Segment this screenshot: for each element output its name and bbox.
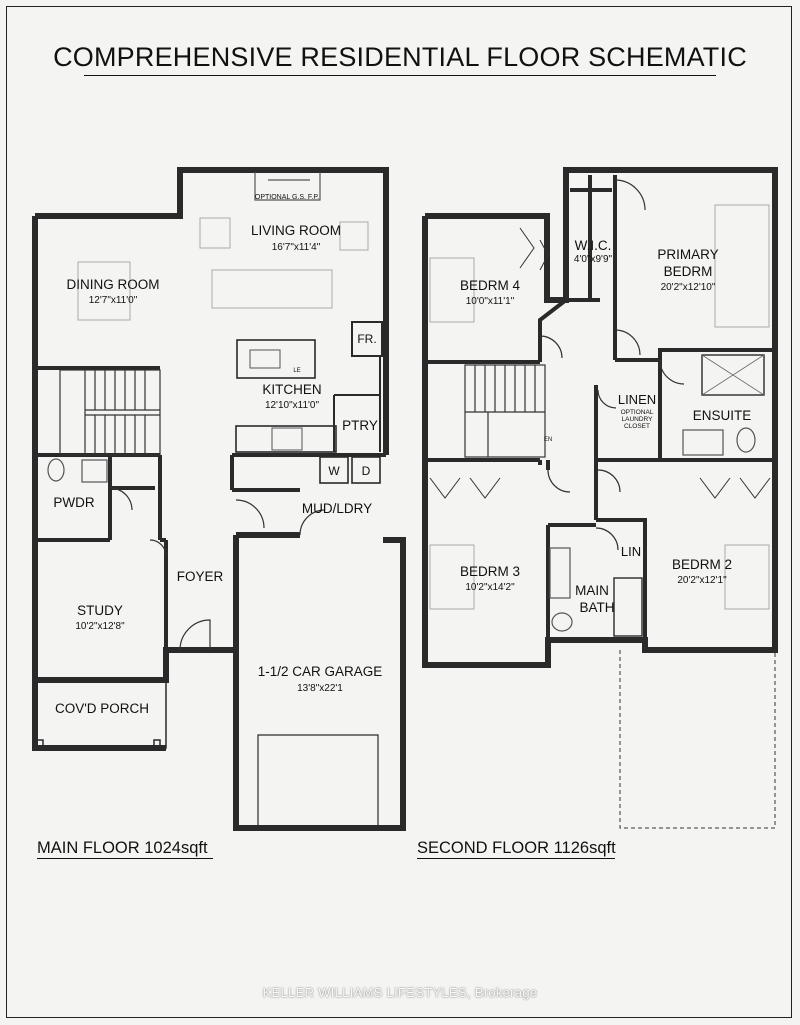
room-dims-dining: 12'7"x11'0": [89, 295, 138, 306]
main-bath-vanity: [549, 547, 571, 599]
label-ensuite: ENSUITE: [693, 408, 752, 423]
porch-post-right: [153, 739, 161, 747]
second-floor-label-underline: [417, 858, 615, 859]
room-dims-study: 10'2"x12'8": [75, 621, 125, 632]
label-fridge: FR.: [357, 332, 376, 346]
main-floor-label-underline: [37, 858, 213, 859]
label-laundry-word: LAUNDRY: [622, 416, 654, 423]
kitchen-island: [236, 339, 316, 379]
label-mud-laundry: MUD/LDRY: [302, 501, 372, 516]
dining-table: [77, 261, 131, 321]
title-underline: [84, 75, 716, 76]
main-floor-label: MAIN FLOOR 1024sqft: [37, 839, 208, 857]
label-main-bath-1: MAIN: [575, 583, 609, 598]
bed3-bed: [429, 544, 475, 610]
label-foyer: FOYER: [177, 569, 224, 584]
main-stairs: [59, 369, 161, 456]
label-lin: LIN: [621, 544, 641, 559]
main-bath-toilet: [551, 612, 573, 632]
ensuite-shower: [701, 354, 765, 396]
label-porch: COV'D PORCH: [55, 701, 149, 716]
garage-wall: [233, 532, 406, 831]
pwdr-toilet: [47, 458, 65, 482]
main-floor-exterior-wall: [32, 167, 389, 751]
brokerage-watermark: KELLER WILLIAMS LIFESTYLES, Brokerage: [262, 985, 538, 1000]
upper-door-swings: [539, 179, 685, 551]
room-dims-garage: 13'8"x22'1: [297, 683, 343, 694]
room-dims-bed2: 20'2"x12'1": [677, 575, 727, 586]
room-name-dining: DINING ROOM: [67, 277, 160, 292]
page-border: [6, 6, 792, 1018]
room-name-bed2: BEDRM 2: [672, 557, 732, 572]
second-floor-exterior-wall: [422, 167, 778, 668]
dryer-box: [351, 456, 381, 484]
fridge-box: [351, 321, 383, 357]
washer-box: [319, 456, 349, 484]
room-name-living: LIVING ROOM: [251, 223, 341, 238]
label-fireplace: OPTIONAL G.S. F.P.: [255, 194, 319, 201]
cooktop: [271, 427, 303, 451]
living-chair-left: [199, 217, 231, 249]
pwdr-vanity: [81, 459, 108, 483]
label-washer: W: [328, 464, 340, 478]
label-laundry-closet: CLOSET: [624, 423, 650, 430]
pantry-walls: [333, 356, 381, 452]
label-dryer: D: [362, 464, 371, 478]
bed2-bed: [724, 544, 770, 610]
room-name-garage: 1-1/2 CAR GARAGE: [258, 664, 383, 679]
second-floor-label: SECOND FLOOR 1126sqft: [417, 839, 616, 857]
fireplace-outline: [254, 172, 321, 201]
ensuite-toilet: [736, 427, 756, 453]
label-en: EN: [544, 437, 552, 443]
bed4-bed: [429, 257, 475, 323]
label-pantry: PTRY: [342, 418, 378, 433]
room-name2-primary: BEDRM: [664, 264, 713, 279]
garage-door: [257, 734, 379, 828]
living-chair-right: [339, 221, 369, 251]
main-bath-tub: [613, 577, 643, 637]
main-door-swings: [109, 487, 326, 651]
room-name-bed3: BEDRM 3: [460, 564, 520, 579]
room-dims-wic: 4'0"x9'9": [574, 254, 613, 265]
room-dims-bed3: 10'2"x14'2": [465, 582, 515, 593]
porch-post-left: [36, 739, 44, 747]
room-name-study: STUDY: [77, 603, 123, 618]
label-le: LE: [293, 368, 300, 374]
ensuite-vanity: [682, 429, 724, 456]
room-dims-kitchen: 12'10"x11'0": [265, 400, 320, 411]
porch-outline: [34, 681, 167, 749]
room-dims-living: 16'7"x11'4": [272, 242, 321, 253]
label-main-bath-2: BATH: [579, 600, 614, 615]
second-floor-plan: [422, 167, 778, 829]
shower-cross: [701, 354, 765, 396]
optional-deck-outline: [619, 650, 776, 829]
room-name-kitchen: KITCHEN: [262, 382, 321, 397]
closet-bifold-doors: [429, 227, 771, 499]
island-sink: [249, 349, 281, 369]
label-pwdr: PWDR: [53, 495, 94, 510]
living-sofa: [211, 269, 333, 309]
room-name-primary: PRIMARY: [657, 247, 718, 262]
main-floor-labels: LIVING ROOM 16'7"x11'4" DINING ROOM 12'7…: [53, 194, 382, 716]
second-interior-walls: [423, 175, 775, 640]
second-floor-labels: W.I.C. 4'0"x9'9" PRIMARY BEDRM 20'2"x12'…: [460, 238, 751, 615]
label-laundry-optional: OPTIONAL: [621, 409, 654, 416]
label-linen: LINEN: [618, 392, 656, 407]
upper-stairs: [464, 364, 546, 458]
room-dims-primary: 20'2"x12'10": [661, 282, 716, 293]
room-dims-bed4: 10'0"x11'1": [466, 296, 515, 307]
primary-bed: [714, 204, 770, 328]
room-name-wic: W.I.C.: [575, 238, 612, 253]
kitchen-counter: [235, 425, 337, 453]
room-name-bed4: BEDRM 4: [460, 278, 521, 293]
main-floor-plan: [32, 167, 406, 831]
plan-title: COMPREHENSIVE RESIDENTIAL FLOOR SCHEMATI…: [53, 42, 747, 72]
